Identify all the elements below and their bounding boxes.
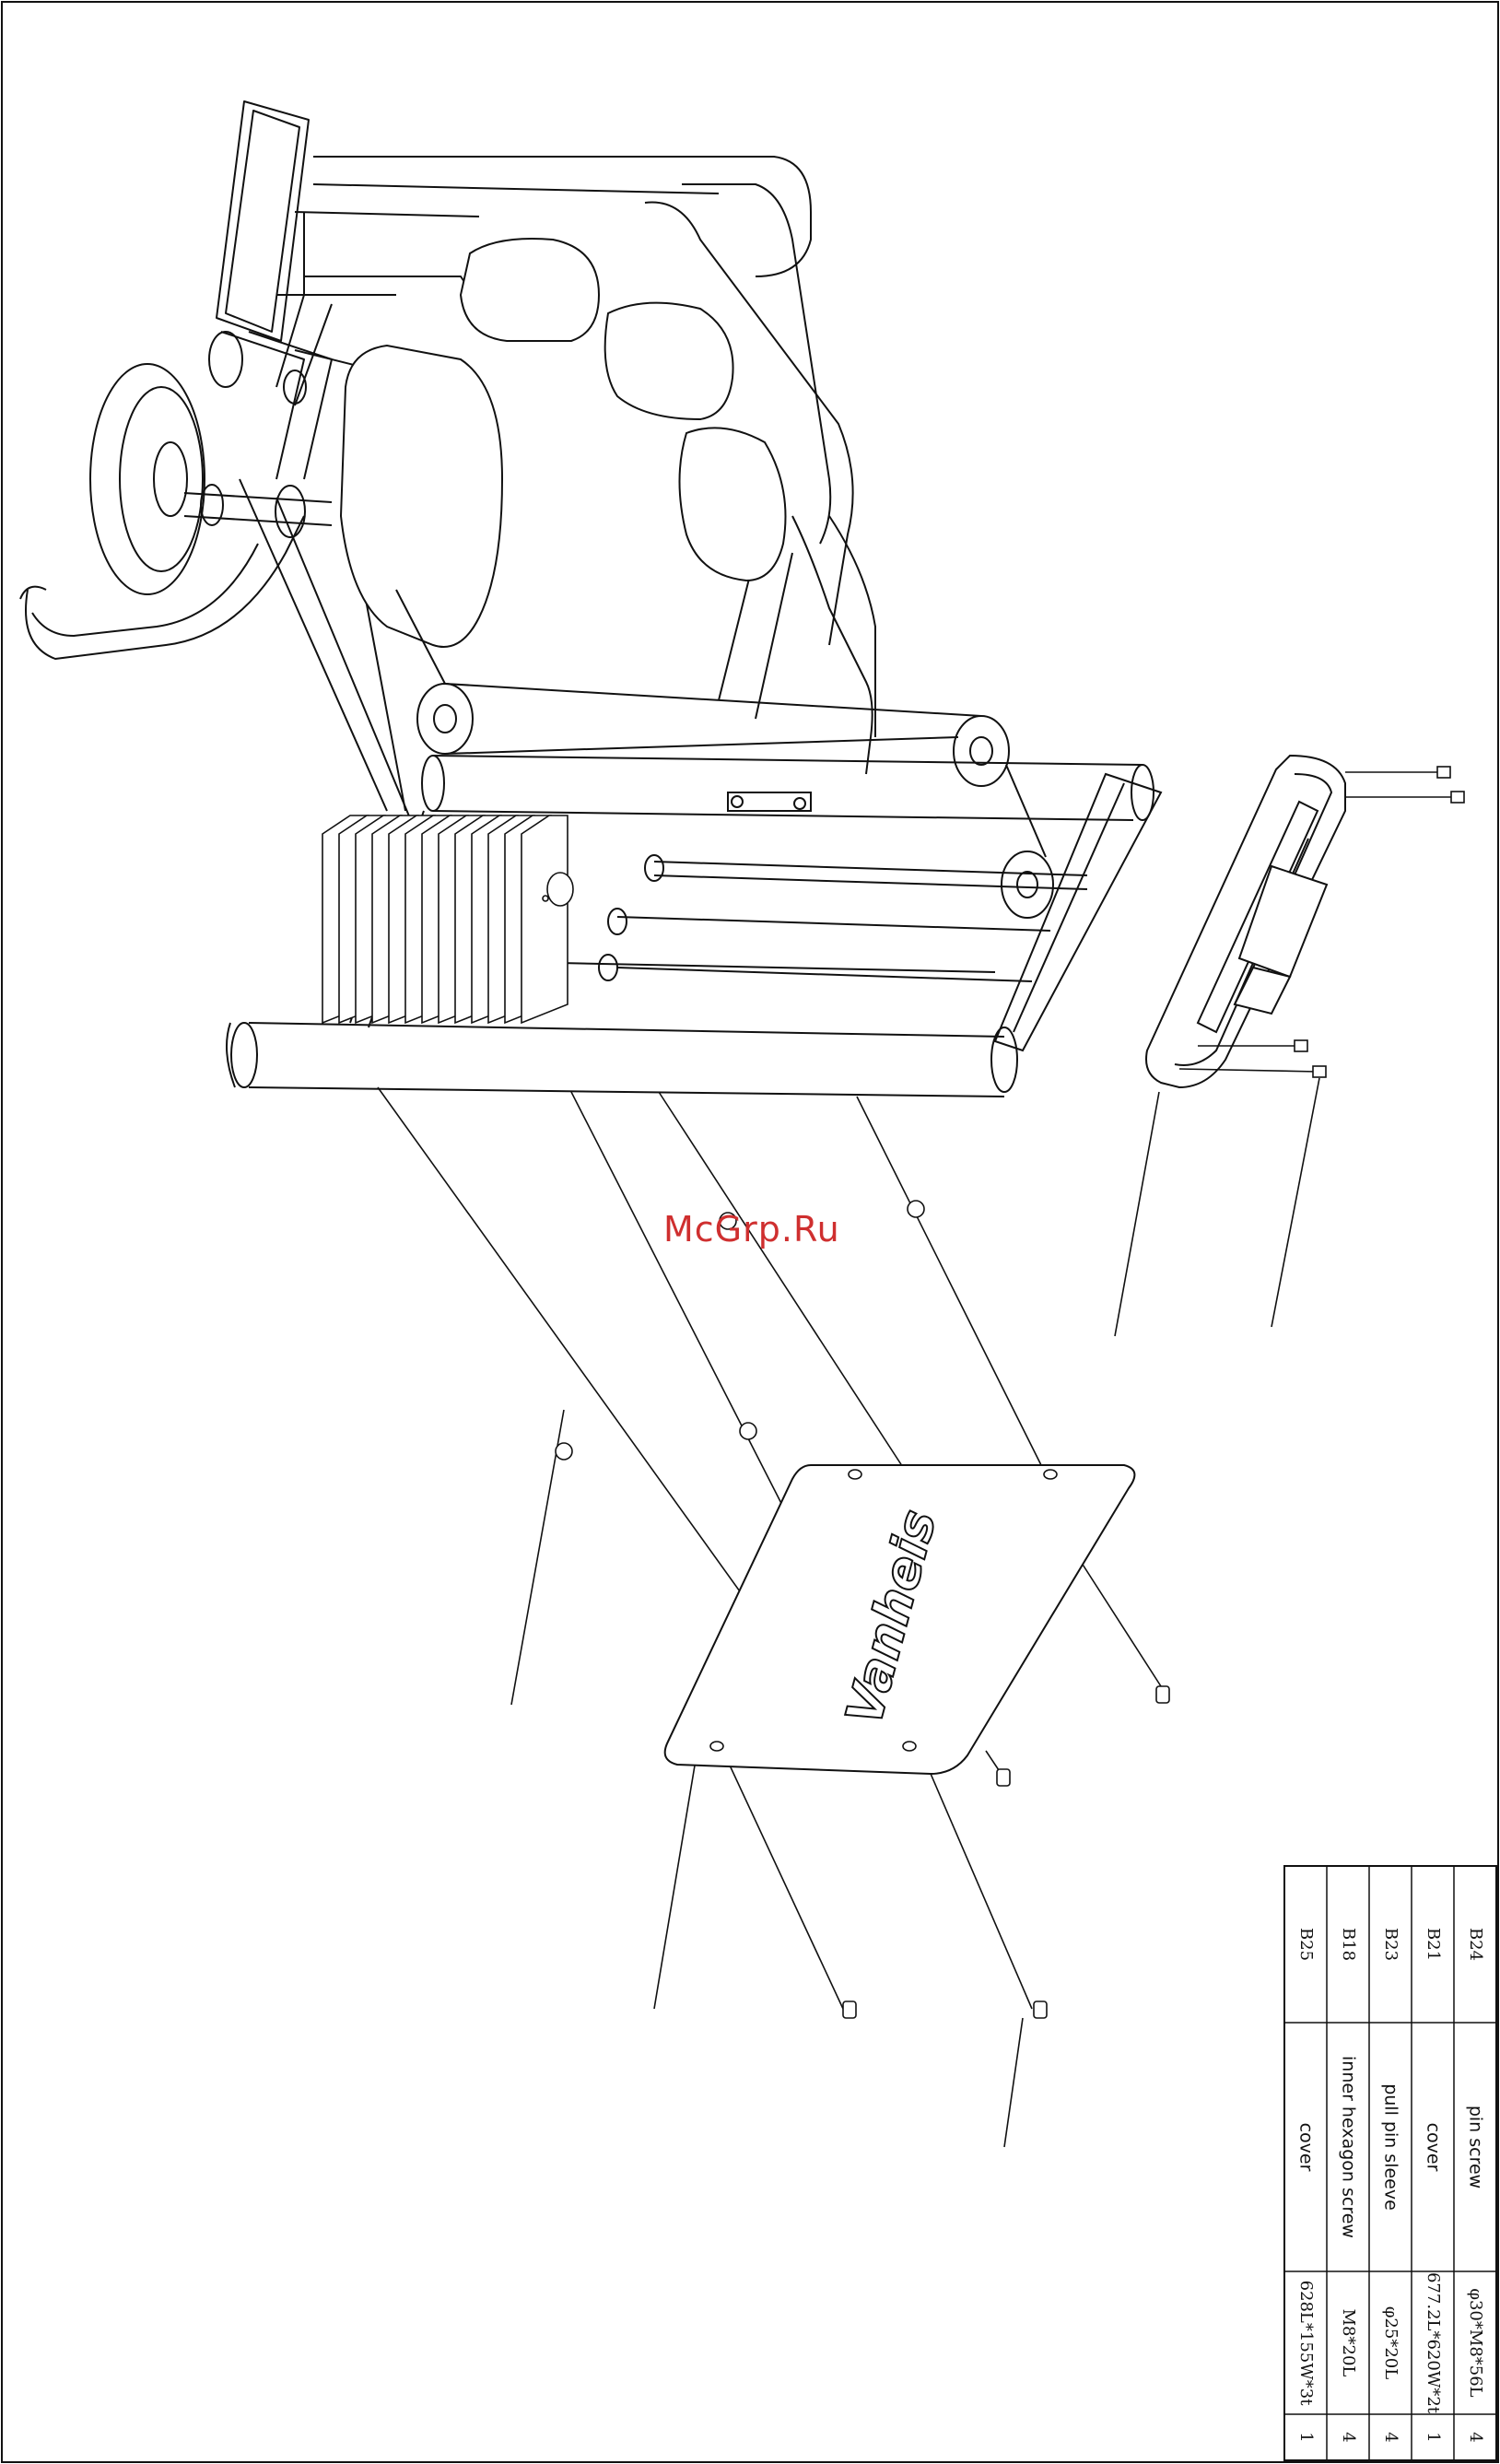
part-spec: φ30*M8*56L — [1466, 2288, 1485, 2397]
part-name: inner hexagon screw — [1339, 2056, 1359, 2238]
part-qty: 4 — [1339, 2432, 1358, 2442]
pads — [341, 239, 786, 647]
part-code: B23 — [1381, 1928, 1400, 1961]
part-code: B24 — [1466, 1928, 1485, 1961]
plate-hole — [543, 896, 548, 901]
part-spec: φ25*20L — [1381, 2306, 1400, 2379]
end-shroud — [1146, 756, 1345, 1087]
weight-plate — [521, 815, 568, 1023]
parts-table-rows: B24 pin screw φ30*M8*56L 4 B21 cover 677.2L*62… — [1296, 1928, 1486, 2443]
part-name: pin screw — [1466, 2106, 1486, 2188]
part-qty: 1 — [1424, 2432, 1443, 2442]
part-name: cover — [1296, 2123, 1317, 2172]
weight-plates — [322, 815, 573, 1023]
part-code: B21 — [1424, 1928, 1443, 1961]
part-spec: 677.2L*620W*2t — [1424, 2272, 1443, 2414]
part-spec: M8*20L — [1339, 2309, 1358, 2377]
part-spec: 628L*155W*3t — [1296, 2281, 1316, 2407]
part-qty: 4 — [1466, 2432, 1485, 2442]
part-qty: 1 — [1296, 2432, 1316, 2442]
selector-pin — [547, 873, 573, 906]
part-code: B25 — [1296, 1928, 1316, 1961]
watermark-text: McGrp.Ru — [663, 1209, 840, 1250]
back-pad — [341, 346, 502, 647]
top-pad-right — [605, 303, 733, 419]
part-qty: 4 — [1381, 2432, 1400, 2442]
part-name: cover — [1424, 2123, 1444, 2172]
part-code: B18 — [1339, 1928, 1358, 1961]
leg-pad — [680, 428, 786, 581]
top-pad-left — [461, 239, 599, 341]
part-name: pull pin sleeve — [1381, 2083, 1401, 2211]
